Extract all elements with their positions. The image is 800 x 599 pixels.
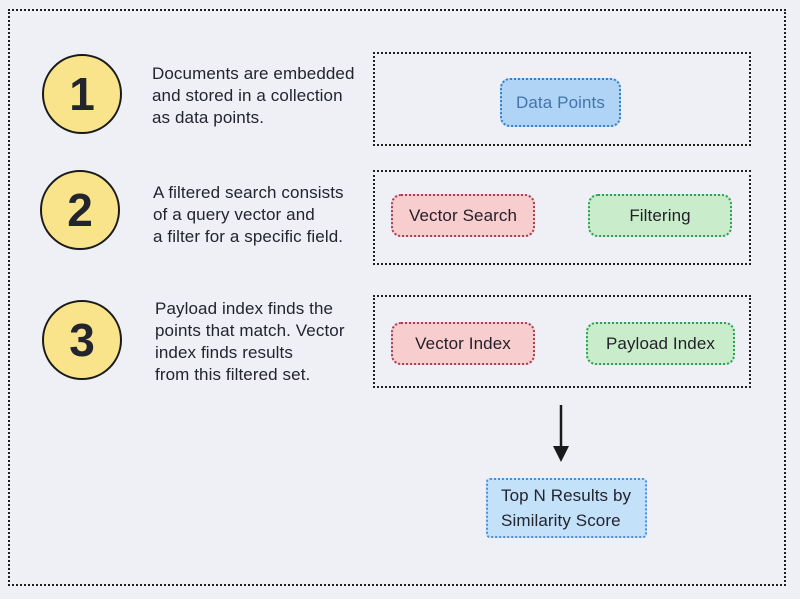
step-2-number: 2 xyxy=(67,184,93,236)
vector-search-node: Vector Search xyxy=(391,194,535,237)
step-3-number: 3 xyxy=(69,314,95,366)
down-arrow-icon xyxy=(553,405,569,462)
stage-3-container xyxy=(373,295,751,388)
step-1-number: 1 xyxy=(69,68,95,120)
vector-index-node: Vector Index xyxy=(391,322,535,365)
stage-2-container xyxy=(373,170,751,265)
filtering-node: Filtering xyxy=(588,194,732,237)
data-points-node: Data Points xyxy=(500,78,621,127)
step-3-badge: 3 xyxy=(42,300,122,380)
outer-dashed-border xyxy=(8,9,786,586)
step-2-badge: 2 xyxy=(40,170,120,250)
payload-index-node: Payload Index xyxy=(586,322,735,365)
step-1-badge: 1 xyxy=(42,54,122,134)
stage-1-container xyxy=(373,52,751,146)
